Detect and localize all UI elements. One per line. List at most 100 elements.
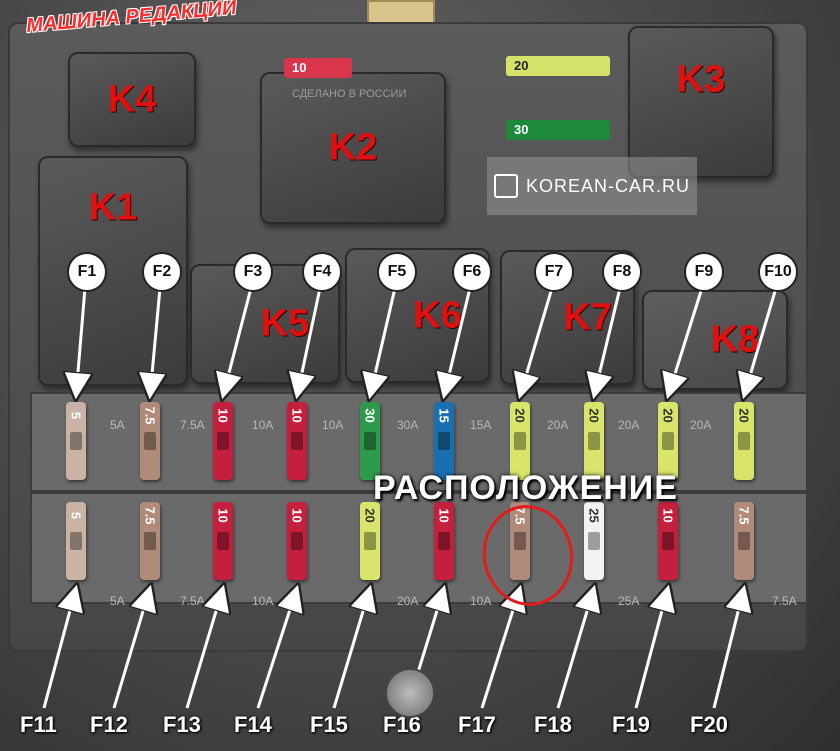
- fuse-f20[interactable]: 7.5: [734, 502, 754, 580]
- callout-f10: F10: [758, 252, 798, 292]
- site-logo-text: KOREAN-CAR.RU: [525, 175, 690, 196]
- label-f19: F19: [612, 712, 650, 737]
- callout-f8: F8: [602, 252, 642, 292]
- screw: [385, 668, 435, 718]
- relay-k8-label: K8: [710, 318, 760, 361]
- label-f15: F15: [310, 712, 348, 737]
- fuse-window: [70, 532, 82, 550]
- fuse-window: [588, 532, 600, 550]
- fuse-window: [217, 532, 229, 550]
- arrow-f8: [594, 287, 622, 396]
- label-f20: F20: [690, 712, 728, 737]
- fuse-f17[interactable]: 7.5: [510, 502, 530, 580]
- top-fuse-30-label: 30: [514, 122, 529, 137]
- fuse-f12[interactable]: 7.5: [140, 502, 160, 580]
- label-f18: F18: [534, 712, 572, 737]
- fuse-window: [364, 532, 376, 550]
- arrow-f15: [332, 588, 370, 709]
- callout-f5: F5: [377, 252, 417, 292]
- fuse-f8[interactable]: 20: [584, 402, 604, 480]
- slot-rating: 7.5A: [180, 594, 205, 608]
- callout-f6: F6: [452, 252, 492, 292]
- fuse-f5[interactable]: 30: [360, 402, 380, 480]
- fuse-window: [514, 532, 526, 550]
- fuse-window: [144, 532, 156, 550]
- arrow-f14: [256, 588, 297, 709]
- logo-icon: [493, 174, 518, 198]
- fuse-f16[interactable]: 10: [434, 502, 454, 580]
- top-fuse-10: 10: [284, 58, 352, 78]
- slot-rating: 15A: [470, 418, 492, 432]
- fuse-f6[interactable]: 15: [434, 402, 454, 480]
- label-f14: F14: [234, 712, 272, 737]
- callout-f4: F4: [302, 252, 342, 292]
- fuse-window: [662, 532, 674, 550]
- slot-rating: 25A: [618, 594, 640, 608]
- slot-rating: 20A: [690, 418, 712, 432]
- relay-k3-label: K3: [676, 58, 726, 101]
- slot-rating: 7.5A: [772, 594, 797, 608]
- arrow-f17: [480, 588, 520, 709]
- fuse-window: [291, 532, 303, 550]
- fuse-window: [588, 432, 600, 450]
- arrow-f11: [42, 588, 76, 709]
- arrow-f10: [744, 287, 778, 396]
- location-caption: РАСПОЛОЖЕНИЕ: [373, 469, 678, 507]
- slot-rating: 7.5A: [180, 418, 205, 432]
- relay-k2-label: K2: [328, 126, 378, 169]
- slot-rating: 10A: [322, 418, 344, 432]
- label-f12: F12: [90, 712, 128, 737]
- relay-k3: K3: [628, 26, 774, 178]
- relay-k4: K4: [68, 52, 196, 147]
- fuse-f11[interactable]: 5: [66, 502, 86, 580]
- fuse-f1[interactable]: 5: [66, 402, 86, 480]
- relay-k7-label: K7: [563, 296, 612, 338]
- arrow-f13: [185, 588, 223, 709]
- fuse-f9[interactable]: 20: [658, 402, 678, 480]
- fuse-window: [217, 432, 229, 450]
- relay-k5-label: K5: [260, 302, 310, 345]
- fuse-f18[interactable]: 25: [584, 502, 604, 580]
- top-fuse-20-label: 20: [514, 58, 529, 73]
- fuse-f15[interactable]: 20: [360, 502, 380, 580]
- fuse-f14[interactable]: 10: [287, 502, 307, 580]
- fuse-f2[interactable]: 7.5: [140, 402, 160, 480]
- fuse-window: [291, 432, 303, 450]
- slot-rating: 20A: [618, 418, 640, 432]
- arrow-f9: [668, 287, 704, 396]
- site-logo: KOREAN-CAR.RU: [487, 157, 697, 215]
- arrow-f20: [712, 588, 744, 709]
- fuse-window: [144, 432, 156, 450]
- slot-rating: 5A: [110, 418, 125, 432]
- fuse-f19[interactable]: 10: [658, 502, 678, 580]
- arrow-f18: [556, 588, 594, 709]
- fuse-window: [70, 432, 82, 450]
- fuse-f7[interactable]: 20: [510, 402, 530, 480]
- fuse-window: [364, 432, 376, 450]
- fuse-window: [438, 432, 450, 450]
- callout-f2: F2: [142, 252, 182, 292]
- slot-rating: 20A: [547, 418, 569, 432]
- fuse-window: [438, 532, 450, 550]
- slot-rating: 10A: [470, 594, 492, 608]
- callout-f1: F1: [67, 252, 107, 292]
- label-f17: F17: [458, 712, 496, 737]
- fuse-f3[interactable]: 10: [213, 402, 233, 480]
- arrow-f1: [76, 287, 85, 396]
- fuse-f4[interactable]: 10: [287, 402, 307, 480]
- arrow-f19: [634, 588, 668, 709]
- arrow-f7: [520, 287, 554, 396]
- fuse-window: [738, 432, 750, 450]
- slot-rating: 20A: [397, 594, 419, 608]
- slot-rating: 5A: [110, 594, 125, 608]
- arrow-f2: [150, 287, 160, 396]
- label-f11: F11: [20, 712, 57, 737]
- slot-rating: 10A: [252, 418, 274, 432]
- fuse-f13[interactable]: 10: [213, 502, 233, 580]
- fuse-f10[interactable]: 20: [734, 402, 754, 480]
- relay-k2-print: СДЕЛАНО В РОССИИ: [292, 88, 407, 100]
- arrow-f6: [444, 287, 472, 396]
- callout-f3: F3: [233, 252, 273, 292]
- relay-k6-label: K6: [413, 294, 462, 336]
